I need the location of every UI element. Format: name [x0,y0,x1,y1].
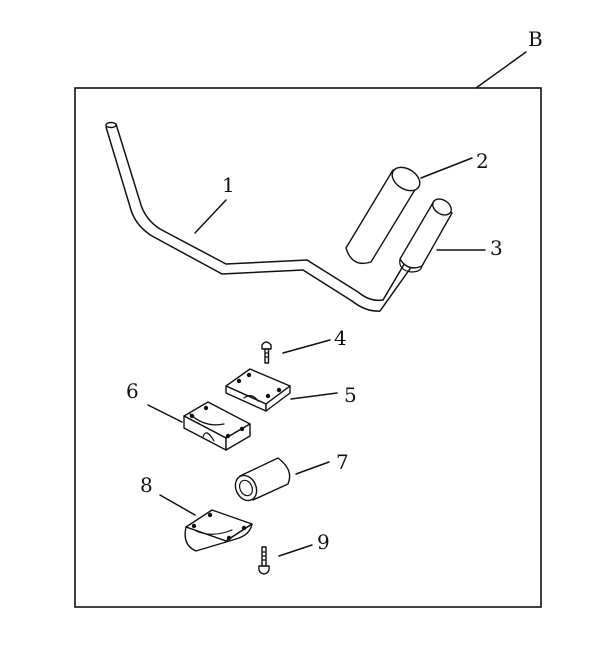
callout-1: 1 [222,173,235,197]
part-3-small-grip [399,198,453,273]
part-1-handlebar-tube [105,121,413,312]
callout-6: 6 [126,379,139,403]
callout-5-leader [290,392,338,400]
callout-7-leader [295,461,330,475]
callout-8-leader [159,494,196,516]
diagram-frame [74,87,542,608]
part-6-lower-clamp [183,401,251,451]
callout-7: 7 [336,450,349,474]
callout-5: 5 [344,383,357,407]
callout-1-leader [194,199,227,234]
callout-8: 8 [140,473,153,497]
callout-2: 2 [476,149,489,173]
callout-9-leader [278,544,313,557]
callout-9: 9 [317,530,330,554]
callout-4-leader [282,339,331,354]
part-7-bushing-sleeve [234,457,291,502]
part-9-long-screw [258,546,270,575]
corner-label-leader [475,51,527,89]
callout-6-leader [147,404,183,423]
callout-3: 3 [490,236,503,260]
part-2-large-grip [345,166,421,265]
corner-label: B [528,27,543,51]
part-4-small-screw [261,341,272,364]
callout-2-leader [420,157,473,179]
part-5-upper-clamp [225,368,291,412]
part-8-bottom-clamp [184,509,253,552]
callout-4: 4 [334,326,347,350]
